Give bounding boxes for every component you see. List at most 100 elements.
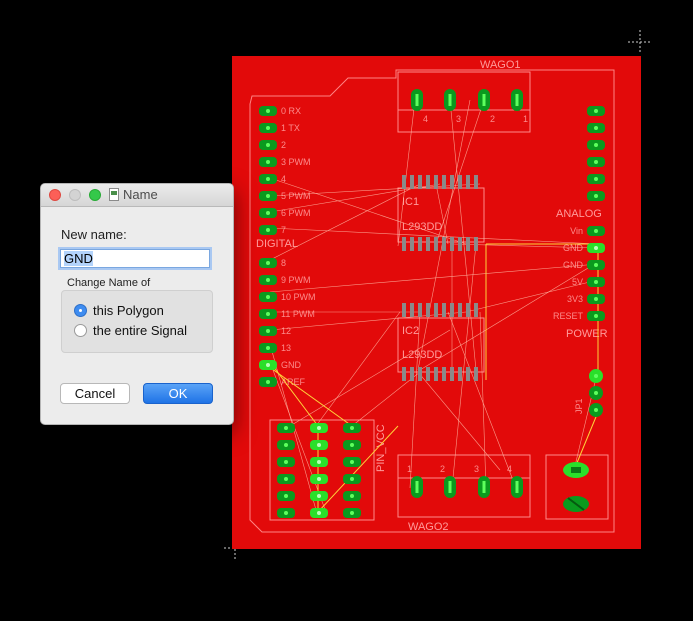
ic2-pad-top-8[interactable] (466, 303, 470, 317)
rename-dialog[interactable]: Name New name: GND Change Name of this P… (40, 183, 234, 425)
radio-this-polygon[interactable] (74, 304, 87, 317)
crosshair-marker-top (628, 30, 652, 54)
ic1-pad-bottom-6[interactable] (450, 237, 454, 251)
ic1-pad-bottom-2[interactable] (418, 237, 422, 251)
ic2-pad-top-0[interactable] (402, 303, 406, 317)
close-window-button[interactable] (49, 189, 61, 201)
analog-pad-0-hole (594, 109, 598, 113)
ic2-pad-bottom-5[interactable] (442, 367, 446, 381)
airwire-18 (451, 243, 477, 489)
ic1-pad-top-1[interactable] (410, 175, 414, 189)
ic2-pad-bottom-7[interactable] (458, 367, 462, 381)
ic2-chip[interactable]: IC2 L293DD (397, 317, 485, 373)
ic2-pad-bottom-9[interactable] (474, 367, 478, 381)
gnd-wire-7 (267, 365, 353, 427)
digital-pad-8-hole (266, 261, 270, 265)
ic1-pad-top-6[interactable] (450, 175, 454, 189)
ic2-pad-top-5[interactable] (442, 303, 446, 317)
ic1-pad-top-8[interactable] (466, 175, 470, 189)
wago2-pad-1-hole (448, 481, 452, 493)
ic1-pad-top-5[interactable] (442, 175, 446, 189)
board-outline (249, 69, 615, 533)
airwire-0 (269, 227, 599, 245)
power-label-0: Vin (570, 226, 583, 236)
digital-pad-12-hole (266, 329, 270, 333)
zoom-window-button[interactable] (89, 189, 101, 201)
ic2-pad-top-3[interactable] (426, 303, 430, 317)
ic2-pad-top-7[interactable] (458, 303, 462, 317)
new-name-input[interactable]: GND (60, 249, 210, 268)
ic1-pad-bottom-9[interactable] (474, 237, 478, 251)
ic2-pad-bottom-8[interactable] (466, 367, 470, 381)
ic2-pad-bottom-2[interactable] (418, 367, 422, 381)
power-label-3: 5V (572, 277, 583, 287)
ic1-pad-bottom-4[interactable] (434, 237, 438, 251)
wago2-connector[interactable]: WAGO2 (397, 454, 531, 533)
ic1-pad-bottom-7[interactable] (458, 237, 462, 251)
digital-pad-11-hole (266, 312, 270, 316)
cancel-button[interactable]: Cancel (60, 383, 130, 404)
ic2-pad-bottom-1[interactable] (410, 367, 414, 381)
new-name-label: New name: (61, 227, 127, 242)
wago1-pin-2: 2 (490, 114, 495, 124)
power-pad-1-hole (594, 246, 598, 250)
digital-pad-1-hole (266, 126, 270, 130)
jp-pad-hole-2 (594, 408, 598, 412)
wago1-pad-2-hole (482, 94, 486, 106)
ic2-pad-bottom-3[interactable] (426, 367, 430, 381)
jp-pad-hole-1 (594, 391, 598, 395)
airwire-10 (417, 99, 471, 371)
ic2-part-label: L293DD (402, 349, 442, 361)
ic2-pad-bottom-0[interactable] (402, 367, 406, 381)
digital-label-14: GND (281, 360, 302, 370)
wago1-connector[interactable]: WAGO1 (397, 59, 531, 133)
pin-vcc-label: PIN_VCC (375, 424, 387, 472)
power-label-5: RESET (553, 311, 584, 321)
ic1-pad-bottom-3[interactable] (426, 237, 430, 251)
dialog-titlebar[interactable]: Name (41, 184, 233, 207)
ic1-pad-top-2[interactable] (418, 175, 422, 189)
ic1-pad-bottom-5[interactable] (442, 237, 446, 251)
airwire-26 (417, 371, 501, 471)
digital-label-5: 5 PWM (281, 191, 311, 201)
ic1-pad-bottom-8[interactable] (466, 237, 470, 251)
ic2-pad-top-4[interactable] (434, 303, 438, 317)
digital-pad-14-hole (266, 363, 270, 367)
radio-entire-signal[interactable] (74, 324, 87, 337)
pin-header-pad-5-1-hole (317, 511, 321, 515)
ic1-pad-top-7[interactable] (458, 175, 462, 189)
ic1-pad-top-3[interactable] (426, 175, 430, 189)
digital-pad-4-hole (266, 177, 270, 181)
pin-header-pad-5-0-hole (284, 511, 288, 515)
digital-pad-9-hole (266, 278, 270, 282)
analog-pad-1-hole (594, 126, 598, 130)
ic2-pad-bottom-6[interactable] (450, 367, 454, 381)
power-pad-3-hole (594, 280, 598, 284)
ic1-pad-top-9[interactable] (474, 175, 478, 189)
airwire-8 (269, 361, 327, 513)
power-pad-4-hole (594, 297, 598, 301)
ic2-pad-top-2[interactable] (418, 303, 422, 317)
option-this-polygon[interactable]: this Polygon (74, 303, 164, 318)
ic2-pad-top-9[interactable] (474, 303, 478, 317)
ic2-pad-bottom-4[interactable] (434, 367, 438, 381)
airwire-7 (269, 311, 467, 331)
ic1-pad-top-4[interactable] (434, 175, 438, 189)
pin-header-pad-2-2-hole (350, 460, 354, 464)
pin-header-pad-1-0-hole (284, 443, 288, 447)
analog-pad-2-hole (594, 143, 598, 147)
ic1-pad-bottom-0[interactable] (402, 237, 406, 251)
ic1-pad-bottom-1[interactable] (410, 237, 414, 251)
ic2-pad-top-1[interactable] (410, 303, 414, 317)
minimize-window-button[interactable] (69, 189, 81, 201)
document-icon (109, 188, 119, 201)
jp-power-pad-bottom-slot (567, 497, 585, 511)
ic1-pad-top-0[interactable] (402, 175, 406, 189)
ok-button[interactable]: OK (143, 383, 213, 404)
ic1-chip[interactable]: IC1 L293DD (397, 187, 485, 243)
option-entire-signal[interactable]: the entire Signal (74, 323, 187, 338)
digital-label-7: 7 (281, 225, 286, 235)
ic2-pad-top-6[interactable] (450, 303, 454, 317)
airwire-11 (449, 99, 477, 371)
